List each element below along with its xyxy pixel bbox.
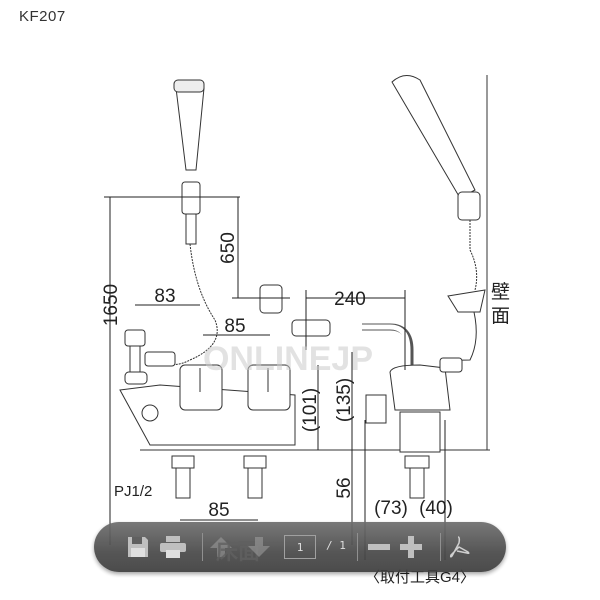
pdf-toolbar: 床面 / 1 bbox=[94, 522, 506, 572]
feet bbox=[171, 455, 430, 499]
print-icon bbox=[160, 536, 186, 558]
zoom-out-button[interactable] bbox=[364, 522, 394, 572]
dim-56: 56 bbox=[334, 477, 355, 498]
document-title: KF207 bbox=[19, 8, 66, 25]
separator bbox=[202, 533, 203, 561]
wall-label-1: 壁 bbox=[491, 281, 510, 303]
acrobat-icon bbox=[449, 536, 470, 558]
arrow-up-icon bbox=[210, 537, 232, 557]
plus-icon bbox=[400, 536, 422, 558]
minus-icon bbox=[368, 544, 390, 550]
dim-40: (40) bbox=[419, 498, 453, 519]
faucet-body-left bbox=[119, 329, 296, 446]
page-number-input[interactable] bbox=[284, 535, 316, 559]
right-hand-shower bbox=[391, 75, 486, 363]
save-button[interactable] bbox=[124, 522, 152, 572]
dim-650: 650 bbox=[218, 232, 239, 264]
dim-85-lower: 85 bbox=[208, 500, 229, 521]
open-in-acrobat-button[interactable] bbox=[444, 522, 474, 572]
shower-hanger bbox=[259, 284, 283, 314]
dim-83: 83 bbox=[154, 286, 175, 307]
separator bbox=[440, 533, 441, 561]
print-button[interactable] bbox=[158, 522, 188, 572]
next-page-button[interactable] bbox=[244, 522, 274, 572]
left-hand-shower bbox=[161, 79, 218, 366]
watermark: ONLINEJP bbox=[203, 340, 373, 378]
dim-85-upper: 85 bbox=[224, 316, 245, 337]
page-total: / 1 bbox=[326, 539, 346, 552]
zoom-in-button[interactable] bbox=[396, 522, 426, 572]
wall-label-2: 面 bbox=[491, 306, 510, 327]
separator bbox=[357, 533, 358, 561]
floor-label: 床面 bbox=[216, 539, 261, 564]
dim-135: (135) bbox=[334, 378, 355, 422]
tool-label: 〈取付工具G4〉 bbox=[365, 569, 475, 586]
faucet-body-right bbox=[365, 357, 463, 453]
dim-101: (101) bbox=[300, 388, 321, 432]
dim-73: (73) bbox=[374, 498, 408, 519]
arrow-down-icon bbox=[248, 537, 270, 557]
thread-label: PJ1/2 bbox=[114, 483, 152, 500]
save-icon bbox=[128, 537, 148, 557]
dim-240: 240 bbox=[334, 289, 366, 310]
previous-page-button[interactable] bbox=[206, 522, 236, 572]
dim-1650: 1650 bbox=[101, 284, 122, 326]
